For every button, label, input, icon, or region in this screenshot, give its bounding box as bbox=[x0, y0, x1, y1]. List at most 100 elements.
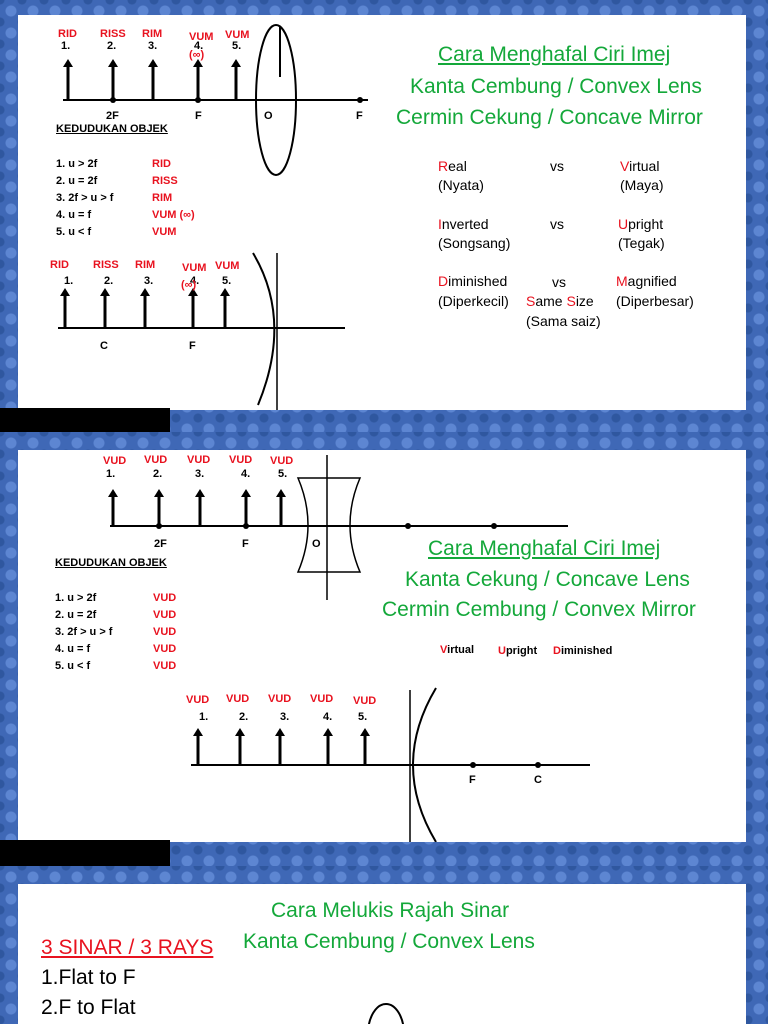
black-bar bbox=[0, 408, 170, 432]
axis-point-f: F bbox=[469, 774, 476, 786]
axis-point-c: C bbox=[100, 340, 108, 352]
property-right-sub: (Tegak) bbox=[618, 235, 665, 251]
position-number: 4. bbox=[194, 40, 204, 52]
axis-point-f: F bbox=[189, 340, 196, 352]
slide-2-diagrams bbox=[108, 455, 590, 842]
slide-title-line: Kanta Cembung / Convex Lens bbox=[243, 930, 535, 953]
slide-1-diagrams bbox=[58, 24, 368, 410]
axis-point-o: O bbox=[312, 538, 321, 550]
axis-point-c: C bbox=[534, 774, 542, 786]
condition: 2. u = 2f bbox=[55, 609, 97, 621]
condition-char: RISS bbox=[152, 175, 178, 187]
condition-char: VUD bbox=[153, 609, 177, 621]
condition: 5. u < f bbox=[56, 226, 92, 238]
condition: 3. 2f > u > f bbox=[55, 626, 113, 638]
position-number: 3. bbox=[148, 40, 158, 52]
position-number: 3. bbox=[195, 468, 205, 480]
vs-label: vs bbox=[550, 216, 564, 232]
image-char-label: RISS bbox=[100, 28, 126, 40]
condition: 4. u = f bbox=[56, 209, 92, 221]
image-char-label: VUD bbox=[310, 693, 334, 705]
ray-rule: 2.F to Flat bbox=[41, 996, 136, 1019]
kedudukan-heading: KEDUDUKAN OBJEK bbox=[56, 123, 168, 135]
image-char-label: VUD bbox=[229, 454, 253, 466]
image-char-label: VUD bbox=[270, 455, 294, 467]
condition: 5. u < f bbox=[55, 660, 91, 672]
position-number: 2. bbox=[104, 275, 114, 287]
position-number: 3. bbox=[280, 711, 290, 723]
image-char-label: VUM bbox=[182, 262, 207, 274]
condition-char: VUD bbox=[153, 643, 177, 655]
image-char-label: RISS bbox=[93, 259, 119, 271]
axis-point-2f: 2F bbox=[106, 110, 119, 122]
property-left: Real bbox=[438, 158, 467, 174]
slide-2-panel: VUD VUD VUD VUD VUD 1. 2. 3. 4. 5. 2F F … bbox=[18, 450, 746, 842]
axis-point-f: F bbox=[356, 110, 363, 122]
infinity-label: (∞) bbox=[181, 279, 197, 291]
property-left-sub: (Diperkecil) bbox=[438, 293, 509, 309]
position-number: 1. bbox=[61, 40, 71, 52]
same-size-label: Same Size bbox=[526, 293, 594, 309]
image-char-label: VUD bbox=[226, 693, 250, 705]
convex-lens bbox=[368, 1003, 404, 1024]
same-size-sub: (Sama saiz) bbox=[526, 313, 601, 329]
position-number: 5. bbox=[232, 40, 242, 52]
slide-3-panel: Cara Melukis Rajah Sinar Kanta Cembung /… bbox=[18, 884, 746, 1024]
image-char-label: VUD bbox=[103, 455, 127, 467]
concave-lens bbox=[296, 477, 362, 573]
property-left-sub: (Nyata) bbox=[438, 177, 484, 193]
position-number: 2. bbox=[107, 40, 117, 52]
object-arrows bbox=[66, 65, 238, 100]
condition: 1. u > 2f bbox=[56, 158, 98, 170]
position-number: 3. bbox=[144, 275, 154, 287]
condition-char: VUM bbox=[152, 226, 177, 238]
image-char-label: VUD bbox=[186, 694, 210, 706]
slide-3-diagram bbox=[368, 1003, 404, 1024]
axis-point-f: F bbox=[195, 110, 202, 122]
image-char-label: VUM bbox=[215, 260, 240, 272]
convex-mirror bbox=[412, 687, 437, 842]
image-char-label: VUM bbox=[189, 31, 214, 43]
image-char-label: VUD bbox=[353, 695, 377, 707]
position-number: 5. bbox=[222, 275, 232, 287]
position-number: 4. bbox=[190, 275, 200, 287]
vs-label: vs bbox=[550, 158, 564, 174]
infinity-label: (∞) bbox=[189, 49, 205, 61]
image-char-label: RIM bbox=[135, 259, 156, 271]
property-left: Diminished bbox=[438, 273, 508, 289]
position-number: 1. bbox=[106, 468, 116, 480]
property-right-sub: (Maya) bbox=[620, 177, 664, 193]
slide-title-line: Cara Menghafal Ciri Imej bbox=[438, 43, 671, 66]
image-char-label: RID bbox=[50, 259, 69, 271]
slide-title-line: Cermin Cekung / Concave Mirror bbox=[396, 106, 703, 129]
image-char-label: VUD bbox=[144, 454, 168, 466]
image-char-label: RIM bbox=[142, 28, 163, 40]
position-number: 4. bbox=[241, 468, 251, 480]
position-number: 2. bbox=[239, 711, 249, 723]
vud-diminished: Diminished bbox=[553, 645, 613, 657]
condition-char: VUD bbox=[153, 592, 177, 604]
kedudukan-heading: KEDUDUKAN OBJEK bbox=[55, 557, 167, 569]
vs-label: vs bbox=[552, 274, 566, 290]
position-number: 1. bbox=[199, 711, 209, 723]
position-number: 5. bbox=[278, 468, 288, 480]
property-right: Magnified bbox=[616, 273, 677, 289]
property-right: Virtual bbox=[620, 158, 660, 174]
vud-upright: Upright bbox=[498, 645, 538, 657]
image-char-label: VUM bbox=[225, 29, 250, 41]
condition-char: RIM bbox=[152, 192, 173, 204]
image-char-label: VUD bbox=[268, 693, 292, 705]
axis-point-2f: 2F bbox=[154, 538, 167, 550]
condition-char: VUD bbox=[153, 626, 177, 638]
condition: 3. 2f > u > f bbox=[56, 192, 114, 204]
position-number: 1. bbox=[64, 275, 74, 287]
convex-lens bbox=[255, 24, 297, 176]
black-bar bbox=[0, 840, 170, 866]
axis-point-o: O bbox=[264, 110, 273, 122]
slide-title-line: Cara Menghafal Ciri Imej bbox=[428, 537, 661, 560]
condition: 1. u > 2f bbox=[55, 592, 97, 604]
slide-title-line: Kanta Cembung / Convex Lens bbox=[410, 75, 702, 98]
axis-point-f: F bbox=[242, 538, 249, 550]
property-right-sub: (Diperbesar) bbox=[616, 293, 694, 309]
rays-heading: 3 SINAR / 3 RAYS bbox=[41, 936, 214, 959]
